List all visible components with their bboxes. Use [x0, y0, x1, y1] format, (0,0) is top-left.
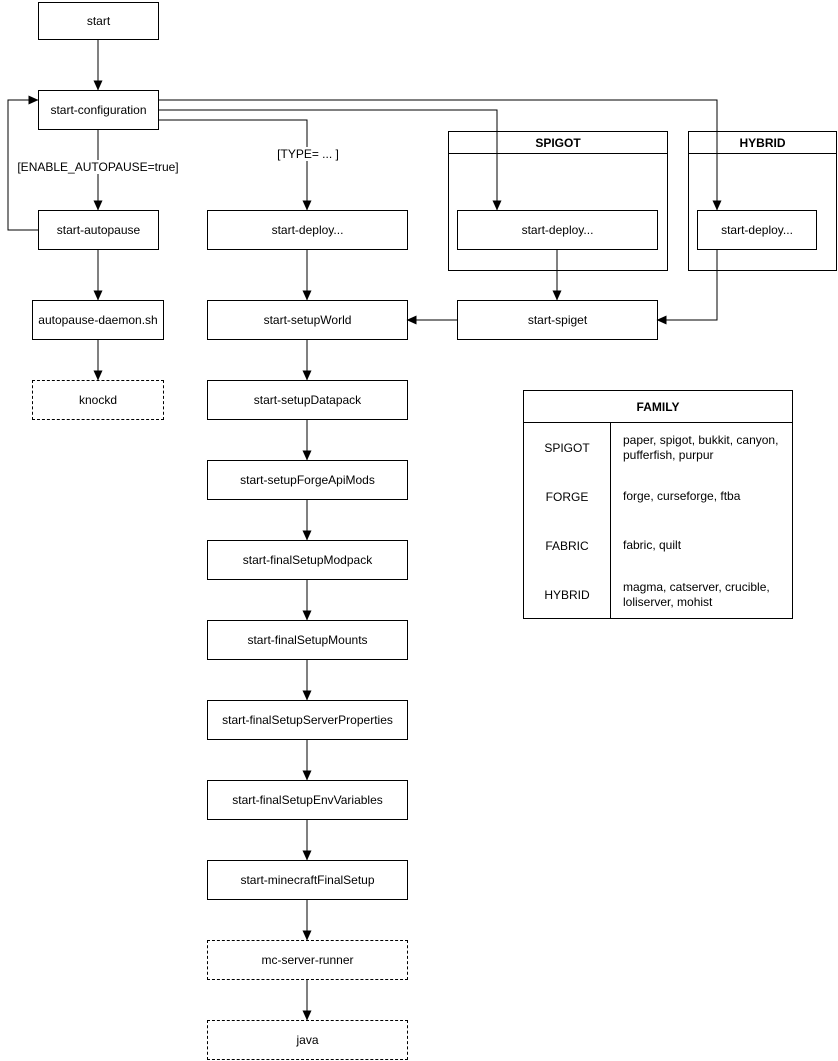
node-start-deploy: start-deploy...: [207, 210, 408, 250]
node-start-setupdatapack: start-setupDatapack: [207, 380, 408, 420]
node-java: java: [207, 1020, 408, 1060]
node-start: start: [38, 2, 159, 40]
node-start-setupworld: start-setupWorld: [207, 300, 408, 340]
family-name: FABRIC: [524, 521, 611, 570]
family-row-fabric: FABRIC fabric, quilt: [524, 521, 792, 570]
container-spigot: SPIGOT: [448, 131, 668, 271]
family-name: FORGE: [524, 472, 611, 521]
node-hybrid-start-deploy: start-deploy...: [697, 210, 817, 250]
family-members: magma, catserver, crucible, loliserver, …: [623, 579, 770, 609]
node-start-setupforgeapimods: start-setupForgeApiMods: [207, 460, 408, 500]
family-name: HYBRID: [524, 570, 611, 619]
container-hybrid: HYBRID: [688, 131, 837, 271]
node-start-autopause: start-autopause: [38, 210, 159, 250]
family-row-spigot: SPIGOT paper, spigot, bukkit, canyon, pu…: [524, 423, 792, 472]
family-members: fabric, quilt: [623, 538, 682, 552]
family-table: FAMILY SPIGOT paper, spigot, bukkit, can…: [523, 390, 793, 619]
container-spigot-title: SPIGOT: [449, 132, 667, 154]
node-start-finalsetupenvvariables: start-finalSetupEnvVariables: [207, 780, 408, 820]
node-autopause-daemon: autopause-daemon.sh: [32, 300, 164, 340]
family-table-title: FAMILY: [524, 391, 792, 423]
container-hybrid-title: HYBRID: [689, 132, 836, 154]
node-start-configuration: start-configuration: [38, 90, 159, 130]
node-start-finalsetupserverproperties: start-finalSetupServerProperties: [207, 700, 408, 740]
node-spigot-start-deploy: start-deploy...: [457, 210, 658, 250]
family-members: paper, spigot, bukkit, canyon, pufferfis…: [623, 432, 779, 462]
node-start-minecraftfinalsetup: start-minecraftFinalSetup: [207, 860, 408, 900]
node-mc-server-runner: mc-server-runner: [207, 940, 408, 980]
family-row-forge: FORGE forge, curseforge, ftba: [524, 472, 792, 521]
node-start-finalsetupmounts: start-finalSetupMounts: [207, 620, 408, 660]
family-members: forge, curseforge, ftba: [623, 489, 741, 503]
family-name: SPIGOT: [524, 423, 611, 472]
node-start-finalsetupmodpack: start-finalSetupModpack: [207, 540, 408, 580]
edge-label-enable-autopause: [ENABLE_AUTOPAUSE=true]: [15, 160, 181, 174]
node-start-spiget: start-spiget: [457, 300, 658, 340]
edge-label-type: [TYPE= ... ]: [275, 147, 341, 161]
node-knockd: knockd: [32, 380, 164, 420]
family-row-hybrid: HYBRID magma, catserver, crucible, lolis…: [524, 570, 792, 619]
